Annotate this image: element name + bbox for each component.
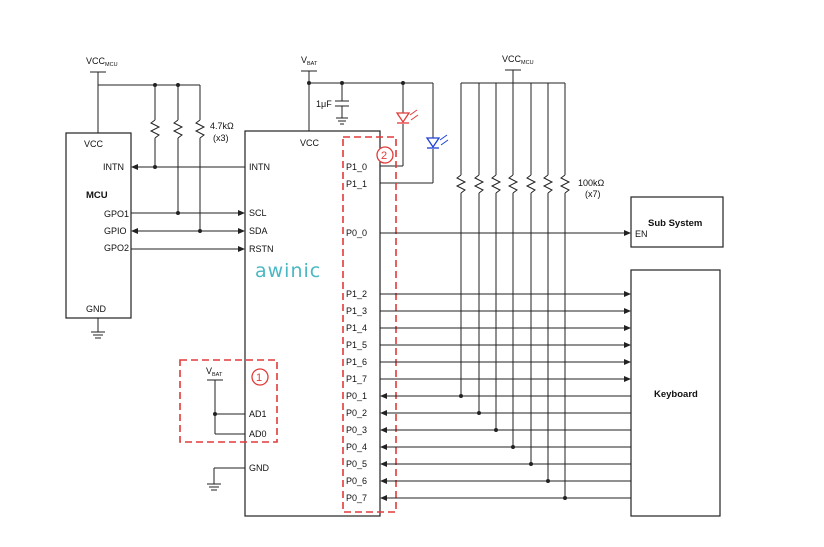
chip-pin-sda: SDA [249, 226, 268, 236]
chip-pin-p1-3: P1_3 [346, 306, 367, 316]
chip-pin-p0-7: P0_7 [346, 493, 367, 503]
pullup-resistors: 4.7kΩ (x3) [149, 85, 234, 231]
mcu-pin-gpo1: GPO1 [104, 209, 129, 219]
keyboard-title: Keyboard [654, 389, 698, 400]
subsystem-block [630, 196, 724, 248]
chip-pin-p1-5: P1_5 [346, 340, 367, 350]
pulldown-count: (x7) [585, 189, 601, 199]
keyboard-block [630, 269, 721, 517]
chip-pin-p1-1: P1_1 [346, 179, 367, 189]
highlight-region-1 [179, 359, 278, 443]
mcu-pin-gpo2: GPO2 [104, 243, 129, 253]
chip-right-pins: P1_0P1_1P0_0P1_2P1_3P1_4P1_5P1_6P1_7P0_1… [346, 162, 367, 503]
vcc-mcu-supply-left: VCCMCU [86, 56, 118, 85]
svg-text:VCCMCU: VCCMCU [86, 56, 118, 68]
chip-pin-intn: INTN [249, 162, 270, 172]
svg-text:VBAT: VBAT [206, 366, 223, 378]
chip-pin-p0-1: P0_1 [346, 391, 367, 401]
chip-pin-p1-7: P1_7 [346, 374, 367, 384]
chip-pin-p1-0: P1_0 [346, 162, 367, 172]
chip-pin-ad0: AD0 [249, 429, 267, 439]
red-led [380, 83, 419, 167]
chip-pin-p1-2: P1_2 [346, 289, 367, 299]
chip-pin-ad1: AD1 [249, 409, 267, 419]
chip-pin-p1-4: P1_4 [346, 323, 367, 333]
marker-2 [376, 146, 394, 164]
chip-pin-p0-5: P0_5 [346, 459, 367, 469]
mcu-pin-gpio: GPIO [104, 226, 127, 236]
vbat-supply-top: VBAT [301, 55, 318, 83]
mcu-title: MCU [86, 190, 108, 201]
chip-pin-rstn: RSTN [249, 244, 274, 254]
awinic-chip [244, 130, 381, 517]
chip-pin-p0-6: P0_6 [346, 476, 367, 486]
cap-value: 1μF [316, 99, 332, 109]
svg-text:VBAT: VBAT [301, 55, 318, 67]
subsystem-en-pin: EN [635, 229, 648, 239]
mcu-pin-intn: INTN [103, 162, 124, 172]
chip-pin-p0-3: P0_3 [346, 425, 367, 435]
chip-pin-p0-4: P0_4 [346, 442, 367, 452]
pulldown-value: 100kΩ [578, 178, 605, 188]
subsystem-title: Sub System [648, 218, 702, 229]
pullup-value: 4.7kΩ [210, 121, 234, 131]
pullup-count: (x3) [213, 133, 229, 143]
svg-text:VCCMCU: VCCMCU [502, 54, 534, 66]
mcu-pin-gnd: GND [86, 304, 107, 314]
pulldown-resistors [455, 83, 571, 194]
chip-pin-vcc: VCC [300, 138, 320, 148]
awinic-logo: awinic [255, 260, 321, 282]
chip-pin-p0-2: P0_2 [346, 408, 367, 418]
mcu-pin-vcc: VCC [84, 139, 104, 149]
address-pin-tie: VBAT [206, 366, 245, 435]
svg-text:2: 2 [381, 150, 387, 162]
chip-pin-gnd: GND [249, 463, 270, 473]
blue-led [380, 83, 449, 184]
svg-text:1: 1 [256, 372, 262, 384]
decoupling-capacitor: 1μF [316, 83, 349, 125]
chip-pin-scl: SCL [249, 208, 267, 218]
marker-1 [251, 368, 269, 386]
chip-pin-p0-0: P0_0 [346, 228, 367, 238]
chip-pin-p1-6: P1_6 [346, 357, 367, 367]
vcc-mcu-supply-right: VCCMCU [502, 54, 534, 83]
highlight-region-2 [342, 136, 397, 513]
keyboard-bus-lines [380, 193, 631, 501]
mcu-block [65, 132, 132, 319]
